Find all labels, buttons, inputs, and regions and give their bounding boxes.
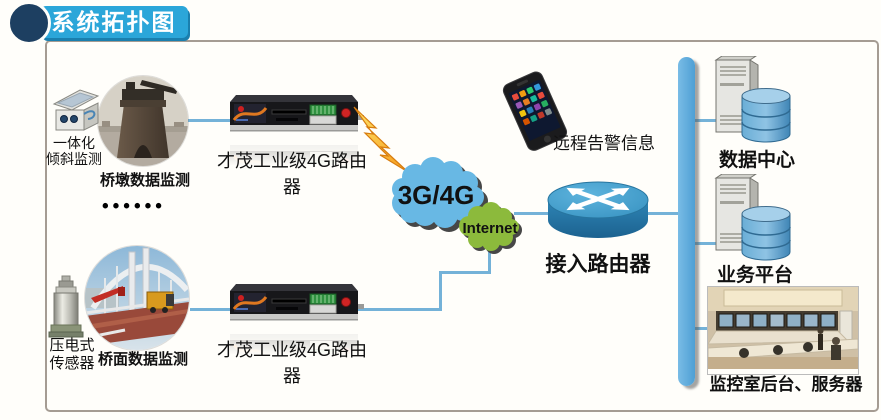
smartphone-icon bbox=[500, 68, 572, 158]
svg-text:3G/4G: 3G/4G bbox=[398, 180, 475, 210]
link-router2-horizontal2 bbox=[439, 271, 491, 274]
link-trunk-to-platform bbox=[694, 242, 724, 245]
link-router2-horizontal bbox=[352, 308, 442, 311]
trunk-bus-bar bbox=[678, 57, 695, 386]
piezo-sensor-label: 压电式 传感器 bbox=[40, 337, 104, 373]
pier-photo-label: 桥墩数据监测 bbox=[99, 172, 190, 189]
tilt-sensor-label: 一体化 倾斜监测 bbox=[38, 135, 110, 167]
platform-label: 业务平台 bbox=[716, 265, 793, 286]
platform-server-icon bbox=[710, 173, 794, 269]
ellipsis-dots: •••••• bbox=[102, 196, 166, 217]
industrial-router-bottom-label: 才茂工业级4G路由器 bbox=[216, 340, 367, 386]
datacenter-server-icon bbox=[710, 55, 794, 151]
industrial-router-top-icon bbox=[226, 95, 364, 181]
monitor-room-photo bbox=[707, 287, 859, 374]
link-access-router-to-trunk bbox=[644, 212, 680, 215]
tilt-sensor-label-line1: 一体化 bbox=[53, 135, 95, 151]
internet-cloud-icon: 3G/4G Internet bbox=[383, 156, 533, 261]
remote-alarm-label: 远程告警信息 bbox=[553, 134, 655, 153]
title-bullet-circle bbox=[7, 1, 51, 45]
link-trunk-to-datacenter bbox=[694, 119, 724, 122]
link-router2-vertical1 bbox=[439, 271, 442, 311]
bridge-deck-photo bbox=[85, 246, 189, 350]
svg-text:Internet: Internet bbox=[462, 220, 517, 237]
piezo-sensor-icon bbox=[48, 274, 84, 343]
industrial-router-bottom-icon bbox=[226, 284, 364, 370]
piezo-sensor-label-line1: 压电式 bbox=[49, 337, 95, 354]
deck-photo-label: 桥面数据监测 bbox=[97, 351, 188, 368]
piezo-sensor-label-line2: 传感器 bbox=[49, 355, 95, 372]
link-router2-to-cloud bbox=[488, 244, 491, 274]
access-router-label: 接入路由器 bbox=[545, 253, 651, 276]
link-cloud-to-access-router bbox=[514, 212, 550, 215]
bridge-pier-photo bbox=[98, 76, 188, 166]
link-deck-to-router bbox=[190, 308, 233, 311]
link-pier-to-router bbox=[188, 119, 233, 122]
monitor-room-label: 监控室后台、服务器 bbox=[709, 375, 863, 394]
tilt-sensor-label-line2: 倾斜监测 bbox=[46, 151, 102, 168]
industrial-router-top-label: 才茂工业级4G路由器 bbox=[216, 151, 367, 197]
access-router-icon bbox=[546, 178, 650, 249]
tilt-sensor-icon bbox=[50, 88, 102, 143]
datacenter-label: 数据中心 bbox=[718, 150, 795, 171]
page-title: 系统拓扑图 bbox=[40, 6, 188, 38]
diagram-border bbox=[45, 40, 879, 412]
